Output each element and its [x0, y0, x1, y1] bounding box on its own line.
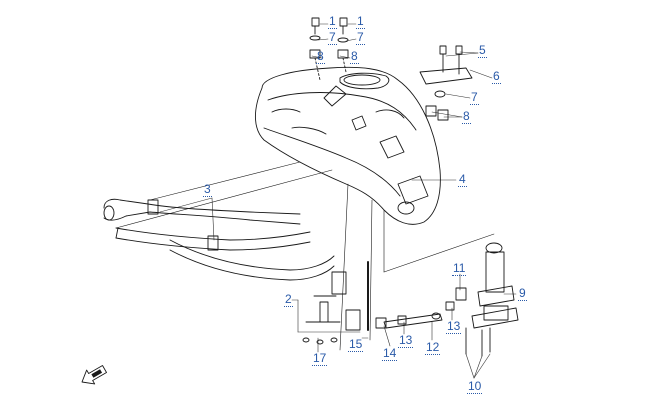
callout-12[interactable]: 12	[425, 340, 441, 355]
callout-7b[interactable]: 7	[356, 30, 365, 45]
fuel-tank	[255, 66, 441, 225]
callout-7c[interactable]: 7	[470, 90, 479, 105]
callout-14[interactable]: 14	[382, 346, 398, 361]
callout-1a[interactable]: 1	[328, 14, 337, 29]
filter-assembly	[302, 271, 361, 345]
callout-1b[interactable]: 1	[356, 14, 365, 29]
hoses	[103, 198, 335, 281]
fuel-line-parts	[375, 287, 467, 329]
callout-4[interactable]: 4	[458, 172, 467, 187]
callout-8c[interactable]: 8	[462, 109, 471, 124]
callout-10[interactable]: 10	[467, 379, 483, 394]
callout-6[interactable]: 6	[492, 69, 501, 84]
callout-5[interactable]: 5	[478, 43, 487, 58]
callout-7a[interactable]: 7	[328, 30, 337, 45]
callout-15[interactable]: 15	[348, 337, 364, 352]
leader-lines	[159, 23, 517, 379]
callout-8a[interactable]: 8	[316, 49, 325, 64]
callout-13a[interactable]: 13	[446, 319, 462, 334]
front-direction-arrow-icon	[81, 365, 107, 385]
callout-2[interactable]: 2	[284, 292, 293, 307]
bracket-assembly	[419, 45, 473, 121]
projection-lines	[115, 161, 495, 351]
callout-11[interactable]: 11	[452, 261, 467, 276]
top-fasteners	[309, 17, 349, 81]
callout-13b[interactable]: 13	[398, 333, 414, 348]
callout-8b[interactable]: 8	[350, 49, 359, 64]
callout-17[interactable]: 17	[312, 351, 328, 366]
callout-9[interactable]: 9	[518, 286, 527, 301]
callout-3[interactable]: 3	[203, 182, 212, 197]
fuel-pump	[465, 242, 519, 357]
